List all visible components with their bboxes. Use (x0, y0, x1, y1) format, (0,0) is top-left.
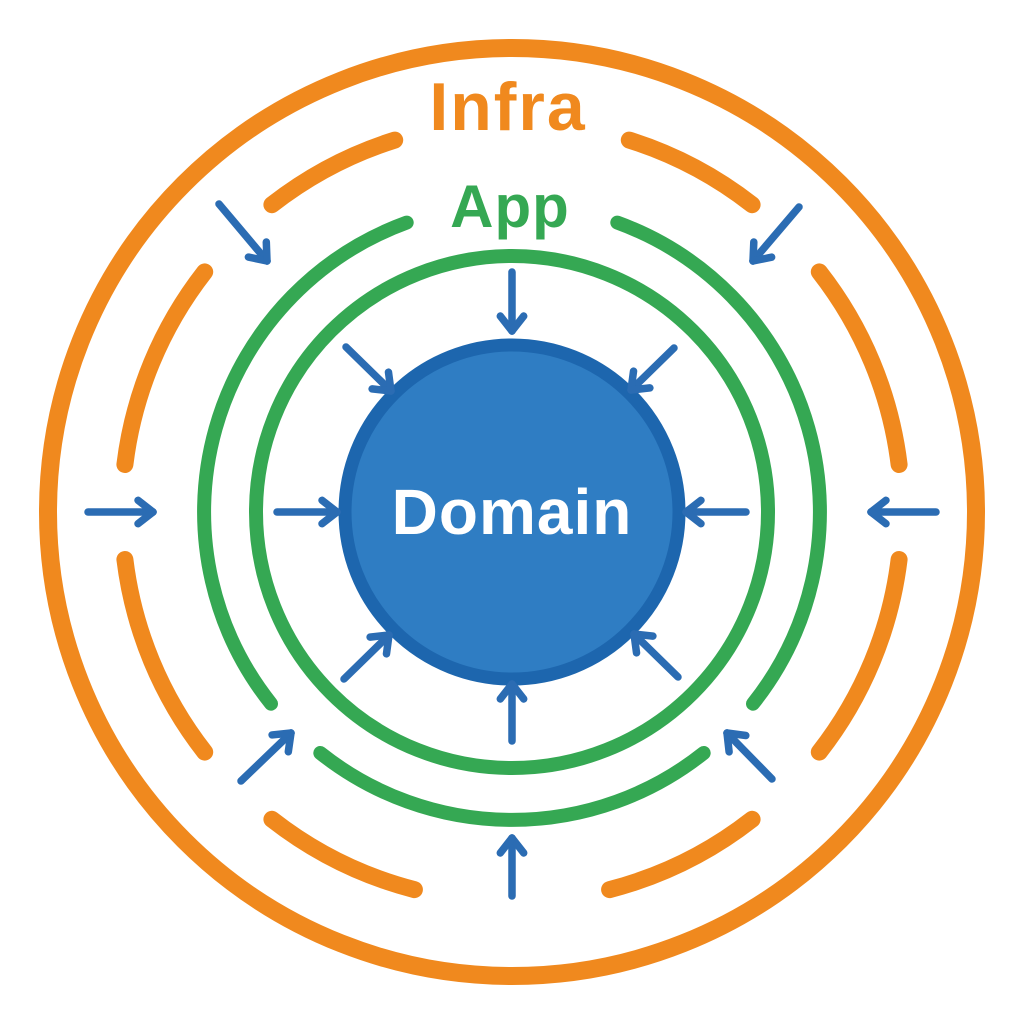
domain-label: Domain (392, 476, 633, 548)
arrow-top-left-outer (215, 200, 271, 265)
ring-app-outer-segment-2 (197, 215, 414, 711)
ring-infra-inner-segment-0 (620, 131, 761, 214)
arrow-left-inner (273, 496, 341, 528)
ring-app-outer-segment-1 (313, 746, 711, 827)
arrow-top-right-outer (749, 203, 803, 265)
ring-infra-inner-segment-4 (263, 810, 423, 899)
ring-infra-inner-segment-7 (263, 131, 404, 214)
ring-infra-outer (39, 39, 985, 985)
ring-infra-inner-segment-5 (116, 551, 214, 761)
arrow-left-outer (84, 496, 157, 528)
domain-core-circle (338, 338, 686, 686)
arrow-bottom-left-inner (340, 631, 393, 683)
arrow-bottom-center-inner (496, 680, 528, 745)
ring-app-outer-segment-0 (610, 215, 827, 711)
infra-label: Infra (429, 69, 586, 145)
arrow-top-left-inner (342, 343, 395, 395)
rings-layer (39, 39, 985, 985)
arrow-top-center (496, 268, 528, 335)
arrow-right-inner (682, 496, 750, 528)
ring-infra-inner-segment-2 (810, 551, 908, 761)
arrow-right-outer (867, 496, 940, 528)
ring-app-inner (249, 249, 775, 775)
arrow-bottom-center-outer (496, 834, 528, 900)
arrow-bottom-right-inner (630, 630, 682, 681)
ring-infra-inner-segment-3 (601, 810, 761, 899)
arrow-top-right-inner (627, 344, 678, 394)
app-label: App (450, 173, 570, 240)
ring-infra-inner-segment-6 (116, 263, 214, 473)
arrows-layer (84, 200, 940, 900)
arrow-bottom-left-outer (237, 729, 295, 785)
arrow-bottom-right-outer (723, 729, 776, 783)
ring-infra-inner-segment-1 (810, 263, 908, 473)
